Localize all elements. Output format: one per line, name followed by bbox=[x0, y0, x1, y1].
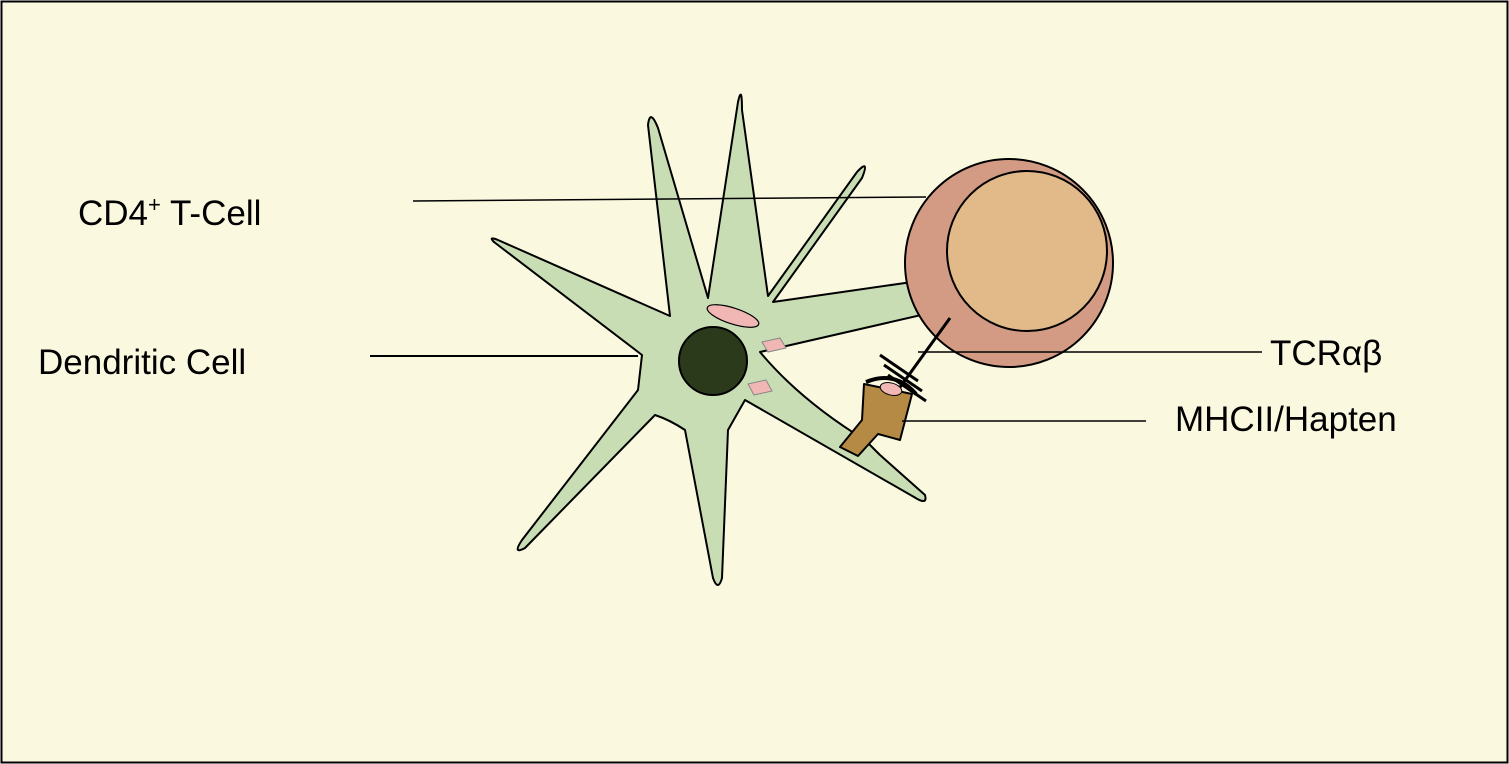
mhc-label: MHCII/Hapten bbox=[1175, 400, 1397, 439]
t-cell-nucleus bbox=[947, 171, 1107, 331]
t-cell-label-rest: T-Cell bbox=[161, 194, 262, 233]
tcr-label: TCRαβ bbox=[1270, 334, 1382, 373]
t-cell-label-superscript: + bbox=[148, 192, 161, 217]
dendritic-cell-nucleus bbox=[679, 327, 747, 395]
dendritic-cell-label: Dendritic Cell bbox=[38, 343, 246, 382]
t-cell-label-main: CD4 bbox=[78, 194, 148, 233]
t-cell-label: CD4+ T-Cell bbox=[78, 192, 261, 233]
